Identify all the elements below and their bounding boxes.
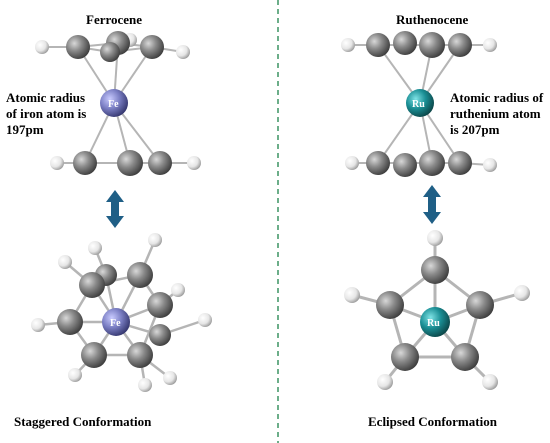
carbon-atom xyxy=(148,151,172,175)
ruthenocene-title: Ruthenocene xyxy=(396,12,469,27)
hydrogen-atom xyxy=(514,285,530,301)
ruthenocene-top-atoms xyxy=(344,230,530,390)
carbon-atom xyxy=(73,151,97,175)
carbon-atom xyxy=(366,33,390,57)
carbon-atom xyxy=(448,33,472,57)
eclipsed-caption: Eclipsed Conformation xyxy=(368,414,497,429)
ruthenium-atom xyxy=(420,307,450,337)
ruthenium-radius-line-1: Atomic radius of xyxy=(450,90,544,105)
hydrogen-atom xyxy=(171,283,185,297)
carbon-atom xyxy=(140,35,164,59)
iron-atom xyxy=(102,308,130,336)
carbon-atom xyxy=(147,292,173,318)
iron-atom xyxy=(100,89,128,117)
iron-radius-line-3: 197pm xyxy=(6,122,44,137)
carbon-atom xyxy=(451,343,479,371)
hydrogen-atom xyxy=(35,40,49,54)
hydrogen-atom xyxy=(198,313,212,327)
hydrogen-atom xyxy=(88,241,102,255)
carbon-atom xyxy=(393,31,417,55)
hydrogen-atom xyxy=(176,45,190,59)
carbon-atom xyxy=(100,42,120,62)
hydrogen-atom xyxy=(138,378,152,392)
carbon-atom xyxy=(466,291,494,319)
carbon-atom xyxy=(448,151,472,175)
ferrocene-title: Ferrocene xyxy=(86,12,143,27)
ruthenocene-side-atoms xyxy=(341,31,497,177)
ru-label-top: Ru xyxy=(412,99,425,110)
hydrogen-atom xyxy=(163,371,177,385)
hydrogen-atom xyxy=(31,318,45,332)
carbon-atom xyxy=(419,32,445,58)
carbon-atom xyxy=(117,150,143,176)
hydrogen-atom xyxy=(58,255,72,269)
carbon-atom xyxy=(376,291,404,319)
double-arrow-right xyxy=(423,185,441,224)
iron-radius-line-1: Atomic radius xyxy=(6,90,86,105)
ferrocene-side-atoms xyxy=(35,31,201,176)
hydrogen-atom xyxy=(341,38,355,52)
hydrogen-atom xyxy=(148,233,162,247)
carbon-atom xyxy=(391,343,419,371)
iron-radius-note: Atomic radius of iron atom is 197pm xyxy=(6,90,86,138)
hydrogen-atom xyxy=(68,368,82,382)
ruthenium-radius-line-3: is 207pm xyxy=(450,122,500,137)
staggered-caption: Staggered Conformation xyxy=(14,414,152,429)
hydrogen-atom xyxy=(483,38,497,52)
carbon-atom xyxy=(421,256,449,284)
carbon-atom xyxy=(393,153,417,177)
carbon-atom xyxy=(127,342,153,368)
hydrogen-atom xyxy=(50,156,64,170)
hydrogen-atom xyxy=(344,287,360,303)
ferrocene-top-atoms xyxy=(31,233,212,392)
hydrogen-atom xyxy=(377,374,393,390)
carbon-atom xyxy=(366,151,390,175)
ruthenium-radius-line-2: ruthenium atom xyxy=(450,106,541,121)
ru-label-bottom: Ru xyxy=(427,318,440,329)
fe-label-bottom: Fe xyxy=(110,318,121,329)
carbon-atom xyxy=(57,309,83,335)
carbon-atom xyxy=(66,35,90,59)
ruthenium-radius-note: Atomic radius of ruthenium atom is 207pm xyxy=(450,90,543,138)
carbon-atom xyxy=(419,150,445,176)
hydrogen-atom xyxy=(187,156,201,170)
carbon-atom xyxy=(127,262,153,288)
carbon-atom xyxy=(79,272,105,298)
hydrogen-atom xyxy=(483,158,497,172)
fe-label-top: Fe xyxy=(108,99,119,110)
ruthenium-atom xyxy=(406,89,434,117)
hydrogen-atom xyxy=(482,374,498,390)
iron-radius-line-2: of iron atom is xyxy=(6,106,87,121)
carbon-atom xyxy=(81,342,107,368)
hydrogen-atom xyxy=(427,230,443,246)
hydrogen-atom xyxy=(345,156,359,170)
carbon-atom xyxy=(149,324,171,346)
double-arrow-left xyxy=(106,190,124,228)
